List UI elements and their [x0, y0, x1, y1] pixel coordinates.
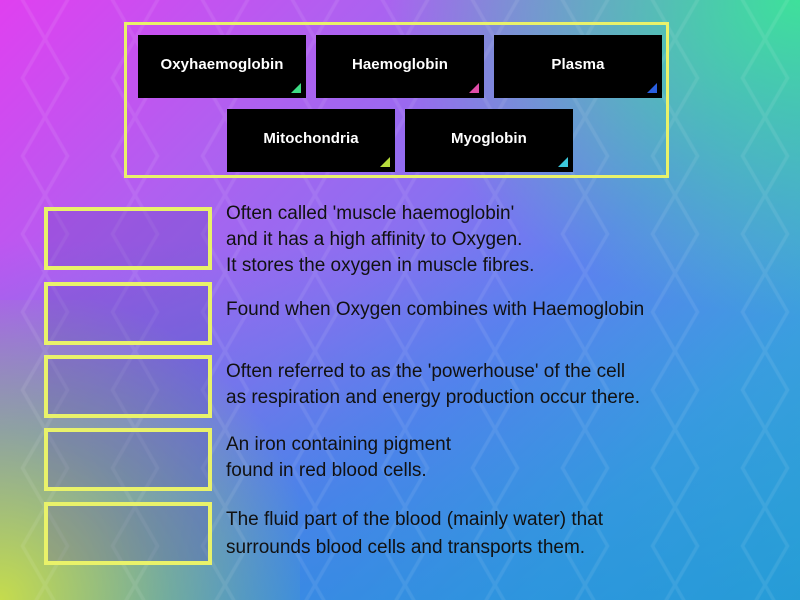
corner-marker-icon: [469, 83, 479, 93]
drop-slot-5[interactable]: [44, 502, 212, 565]
background-yellow-glow: [0, 300, 300, 600]
corner-marker-icon: [647, 83, 657, 93]
tile-label: Myoglobin: [451, 130, 527, 147]
definition-line: Often referred to as the 'powerhouse' of…: [226, 361, 626, 382]
definition-line: and it has a high affinity to Oxygen.: [226, 229, 523, 250]
answer-tile-bank: Oxyhaemoglobin Haemoglobin Plasma Mitoch…: [124, 22, 669, 178]
definition-line: Often called 'muscle haemoglobin': [226, 203, 515, 224]
drop-slot-2[interactable]: [44, 282, 212, 345]
definition-line: surrounds blood cells and transports the…: [226, 537, 586, 558]
tile-haemoglobin[interactable]: Haemoglobin: [316, 35, 484, 98]
definition-1: Often called 'muscle haemoglobin' and it…: [226, 201, 534, 279]
tile-myoglobin[interactable]: Myoglobin: [405, 109, 573, 172]
drop-slot-3[interactable]: [44, 355, 212, 418]
corner-marker-icon: [291, 83, 301, 93]
drop-slot-4[interactable]: [44, 428, 212, 491]
definition-line: as respiration and energy production occ…: [226, 387, 641, 408]
definition-5: The fluid part of the blood (mainly wate…: [226, 506, 603, 562]
definition-line: Found when Oxygen combines with Haemoglo…: [226, 299, 645, 320]
definition-line: The fluid part of the blood (mainly wate…: [226, 509, 604, 530]
tile-label: Haemoglobin: [351, 56, 449, 73]
tile-oxyhaemoglobin[interactable]: Oxyhaemoglobin: [138, 35, 306, 98]
tile-label: Plasma: [551, 56, 605, 73]
definition-3: Often referred to as the 'powerhouse' of…: [226, 359, 640, 411]
definition-line: found in red blood cells.: [226, 460, 427, 481]
definition-line: An iron containing pigment: [226, 434, 451, 455]
corner-marker-icon: [558, 157, 568, 167]
tile-mitochondria[interactable]: Mitochondria: [227, 109, 395, 172]
definition-2: Found when Oxygen combines with Haemoglo…: [226, 297, 644, 323]
drop-slot-1[interactable]: [44, 207, 212, 270]
tile-plasma[interactable]: Plasma: [494, 35, 662, 98]
tile-label: Mitochondria: [263, 130, 359, 147]
definition-line: It stores the oxygen in muscle fibres.: [226, 255, 535, 276]
corner-marker-icon: [380, 157, 390, 167]
definition-4: An iron containing pigment found in red …: [226, 432, 451, 484]
tile-label: Oxyhaemoglobin: [160, 56, 284, 73]
